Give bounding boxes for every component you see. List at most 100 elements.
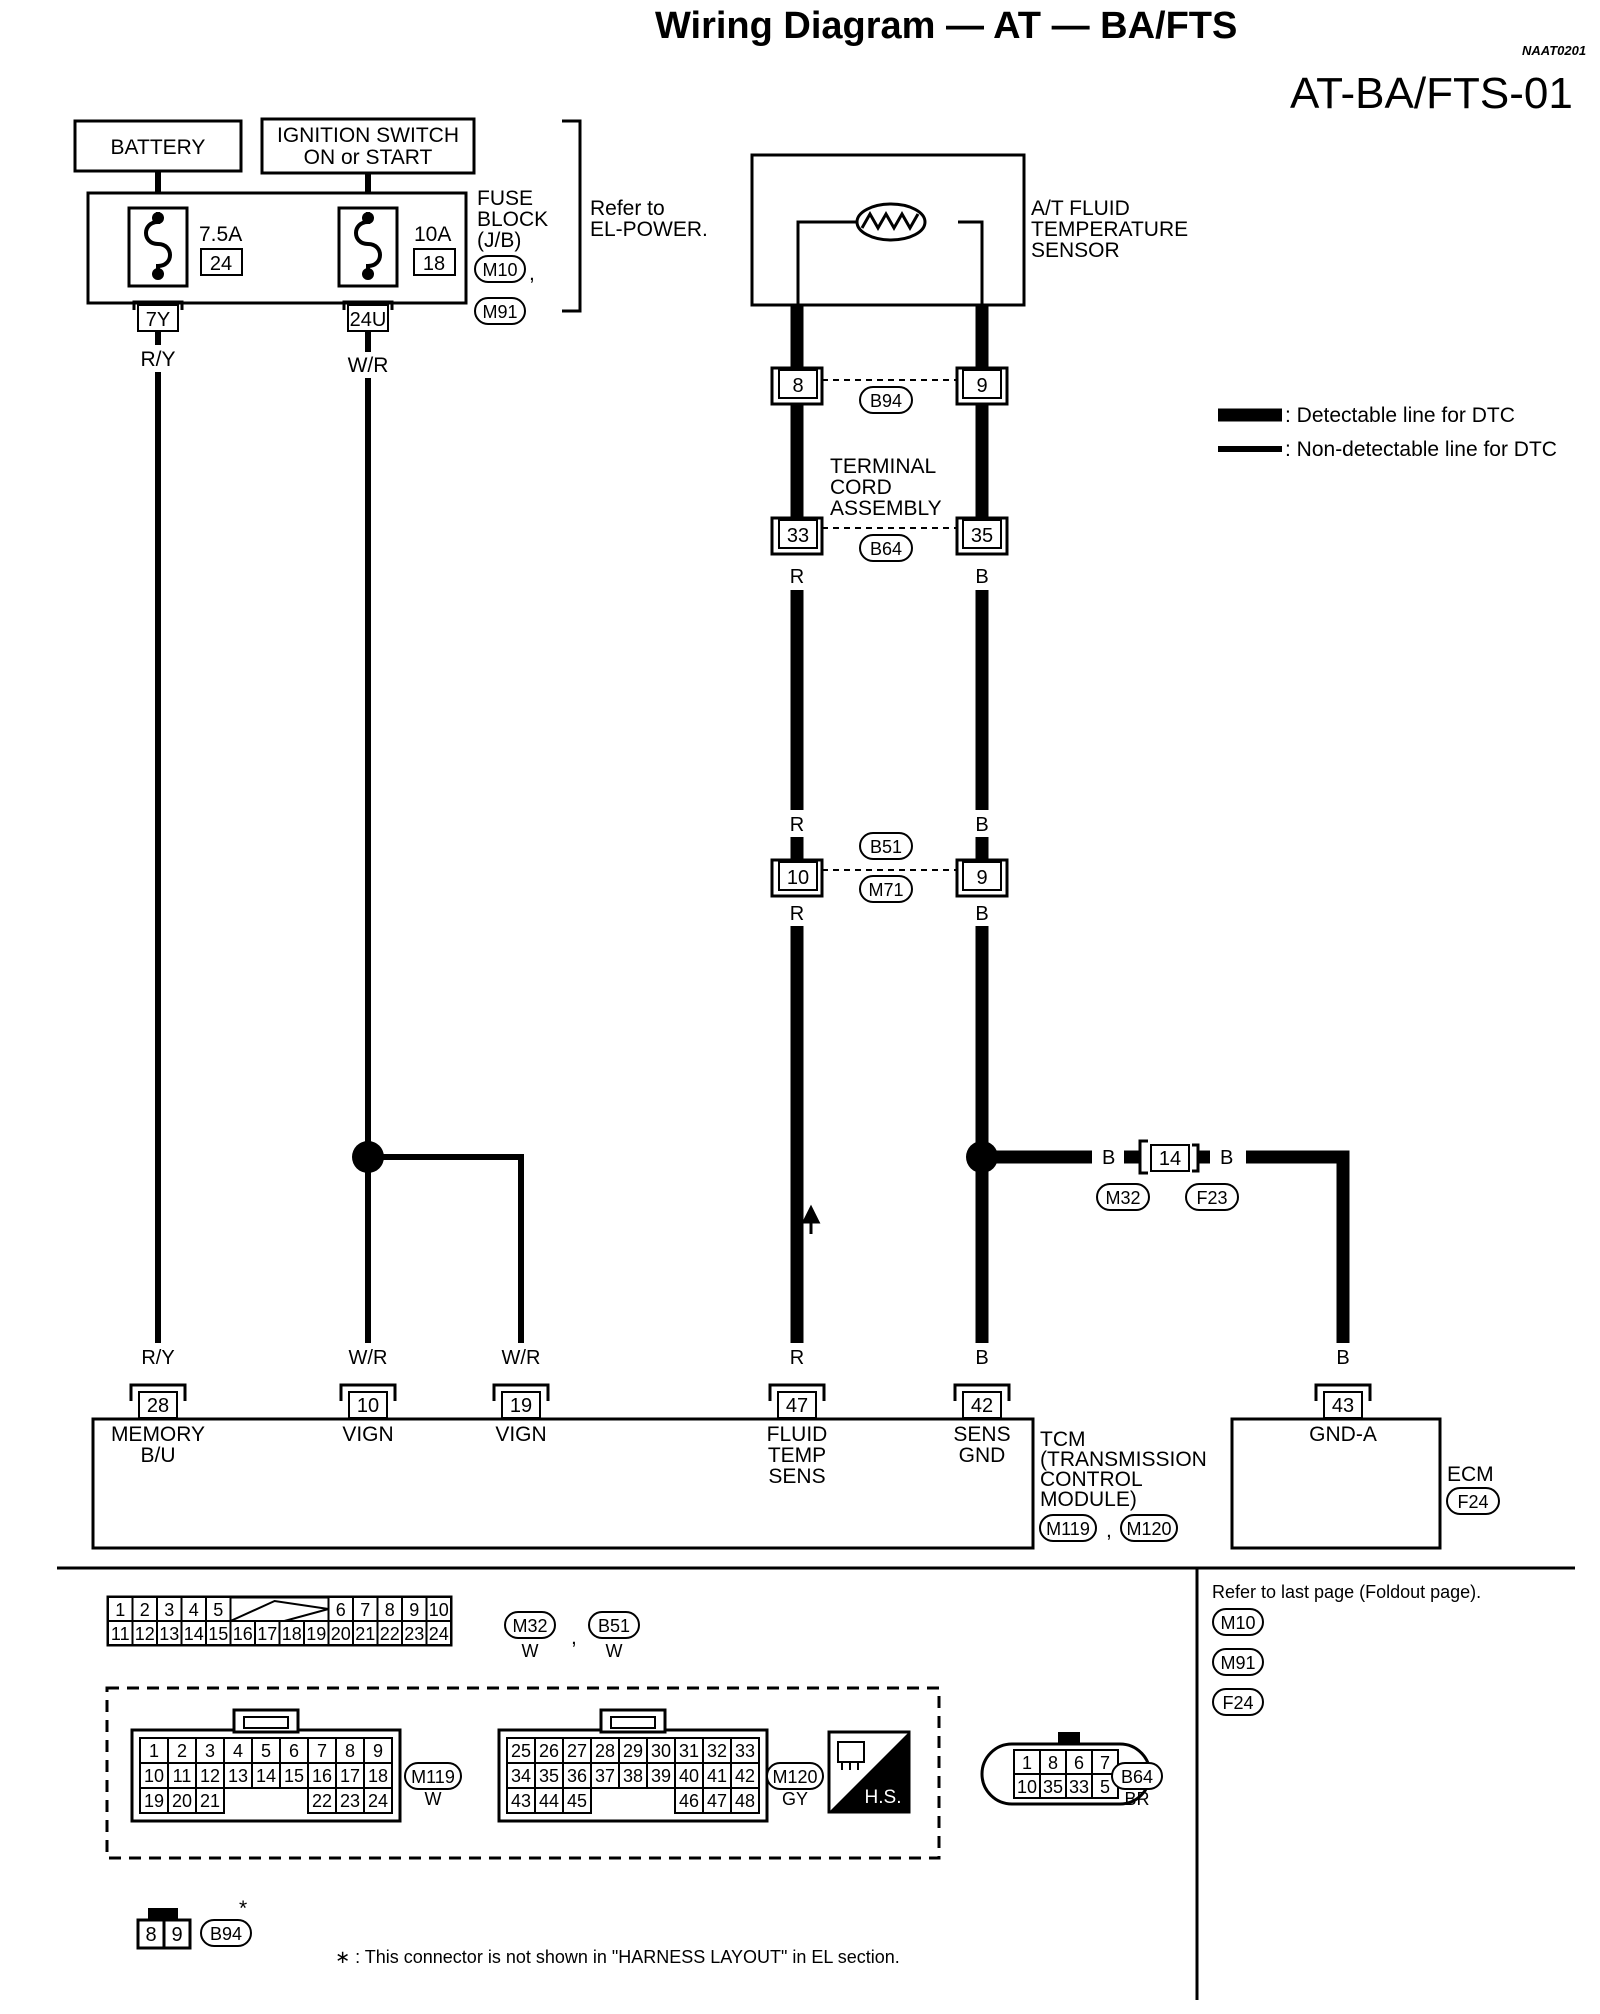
m120-cell-38: 38	[623, 1766, 643, 1786]
b51-pin-9: 9	[976, 867, 987, 889]
m120-cell-31: 31	[679, 1741, 699, 1761]
m32-cell-15: 15	[208, 1624, 228, 1644]
refer-bracket	[562, 119, 582, 313]
m32-conn-label: M32	[1105, 1188, 1140, 1208]
m120-cell-37: 37	[595, 1766, 615, 1786]
m119-cell-19: 19	[144, 1791, 164, 1811]
wire-label-wr-top: W/R	[348, 354, 389, 377]
tcm-pin-10: 10	[357, 1395, 379, 1417]
connector-24u: 24U	[342, 300, 394, 332]
m32-cell-17: 17	[257, 1624, 277, 1644]
b94-conn-label: B94	[870, 391, 902, 411]
tcm-conn-m119: M119	[1046, 1519, 1090, 1539]
b64-view-color: BR	[1124, 1789, 1149, 1809]
b64-cell-6: 6	[1074, 1753, 1084, 1773]
tcm-terminal-name-10-1: VIGN	[342, 1423, 393, 1446]
m120-cell-39: 39	[651, 1766, 671, 1786]
wire-label-r-2: R	[790, 814, 804, 836]
fuse-block: 7.5A 24 10A 18	[86, 191, 468, 305]
refer-conn-f24: F24	[1222, 1693, 1253, 1713]
tcm-terminal-name-28-2: B/U	[140, 1444, 175, 1467]
m32-cell-21: 21	[355, 1624, 375, 1644]
hs-terminal-icon: H.S.	[827, 1730, 911, 1814]
tcm-label-1: TCM	[1040, 1428, 1086, 1451]
m32-cell-22: 22	[380, 1624, 400, 1644]
m119-cell-14: 14	[256, 1766, 276, 1786]
tcm-terminal-name-42-1: SENS	[953, 1423, 1010, 1446]
doc-code: NAAT0201	[1522, 43, 1586, 58]
tcm-terminal-name-42-2: GND	[959, 1444, 1006, 1467]
m119-cell-2: 2	[177, 1741, 187, 1761]
b51-conn-label: B51	[870, 837, 902, 857]
wire-label-r-3: R	[790, 903, 804, 925]
tcm-terminal-19: W/R19	[492, 1347, 550, 1419]
fuse-conn-m10: M10	[482, 260, 517, 280]
m32-cell-4: 4	[189, 1600, 199, 1620]
m119-cell-3: 3	[205, 1741, 215, 1761]
m120-view-color: GY	[782, 1789, 808, 1809]
tcm-conn-m120: M120	[1126, 1519, 1171, 1539]
m119-cell-23: 23	[340, 1791, 360, 1811]
b64-cell-7: 7	[1100, 1753, 1110, 1773]
f23-conn-label: F23	[1196, 1188, 1227, 1208]
terminal-cord-label-3: ASSEMBLY	[830, 497, 942, 520]
b64-pin-33: 33	[787, 525, 809, 547]
m119-cell-17: 17	[340, 1766, 360, 1786]
b64-cell-8: 8	[1048, 1753, 1058, 1773]
battery-label: BATTERY	[111, 136, 206, 159]
tcm-terminal-name-47-2: TEMP	[768, 1444, 826, 1467]
m119-cell-20: 20	[172, 1791, 192, 1811]
m119-cell-7: 7	[317, 1741, 327, 1761]
m32-cell-9: 9	[409, 1600, 419, 1620]
m32-cell-24: 24	[429, 1624, 449, 1644]
m119-cell-8: 8	[345, 1741, 355, 1761]
m32-cell-20: 20	[331, 1624, 351, 1644]
b94-pin-9: 9	[976, 375, 987, 397]
ecm-terminal-43: 43	[1314, 1383, 1372, 1419]
fuse-block-label-2: BLOCK	[477, 208, 548, 231]
m119-cell-9: 9	[373, 1741, 383, 1761]
arrow-up-icon	[801, 1204, 821, 1234]
wire-label-b-3: B	[975, 903, 988, 925]
m119-view-color: W	[425, 1789, 442, 1809]
m120-cell-45: 45	[567, 1791, 587, 1811]
tcm-terminal-name-28-1: MEMORY	[111, 1423, 205, 1446]
ecm-terminal-gnd-a: GND-A	[1309, 1423, 1377, 1446]
footer-note: ∗ : This connector is not shown in "HARN…	[335, 1947, 900, 1967]
wire-label-b-1: B	[975, 566, 988, 588]
fuse-conn-m91: M91	[482, 302, 517, 322]
tcm-terminal-10: W/R10	[339, 1347, 397, 1419]
fluid-temp-sensor	[750, 153, 1026, 307]
sensor-label-3: SENSOR	[1031, 239, 1120, 262]
ground-wire-left: B	[1102, 1147, 1115, 1169]
tcm-wire-label-47: R	[790, 1347, 804, 1369]
tcm-conn-sep: ,	[1106, 1519, 1112, 1542]
m120-cell-35: 35	[539, 1766, 559, 1786]
m120-cell-33: 33	[735, 1741, 755, 1761]
b94-cell-9: 9	[171, 1924, 182, 1946]
tcm-pin-19: 19	[510, 1395, 532, 1417]
connector-14-joint: 14	[1124, 1139, 1210, 1175]
m71-conn-label: M71	[868, 880, 903, 900]
b64-cell-5: 5	[1100, 1777, 1110, 1797]
ignition-label-line1: IGNITION SWITCH	[277, 124, 459, 147]
refer-conn-m10: M10	[1220, 1613, 1255, 1633]
wire-label-ry-top: R/Y	[140, 348, 175, 371]
joint-pin-14: 14	[1159, 1148, 1181, 1170]
m120-cell-32: 32	[707, 1741, 727, 1761]
ecm-wire-label: B	[1336, 1347, 1349, 1369]
m119-cell-16: 16	[312, 1766, 332, 1786]
hs-label: H.S.	[865, 1787, 902, 1808]
tcm-terminal-name-47-1: FLUID	[767, 1423, 828, 1446]
tcm-wire-label-42: B	[975, 1347, 988, 1369]
m119-cell-1: 1	[149, 1741, 159, 1761]
m32-cell-19: 19	[306, 1624, 326, 1644]
fuse-left-amp: 7.5A	[199, 223, 242, 246]
ecm-label: ECM	[1447, 1463, 1494, 1486]
b64-view-conn: B64	[1121, 1767, 1153, 1787]
m119-cell-11: 11	[173, 1766, 192, 1786]
fuse-10a: 10A 18	[337, 206, 456, 288]
